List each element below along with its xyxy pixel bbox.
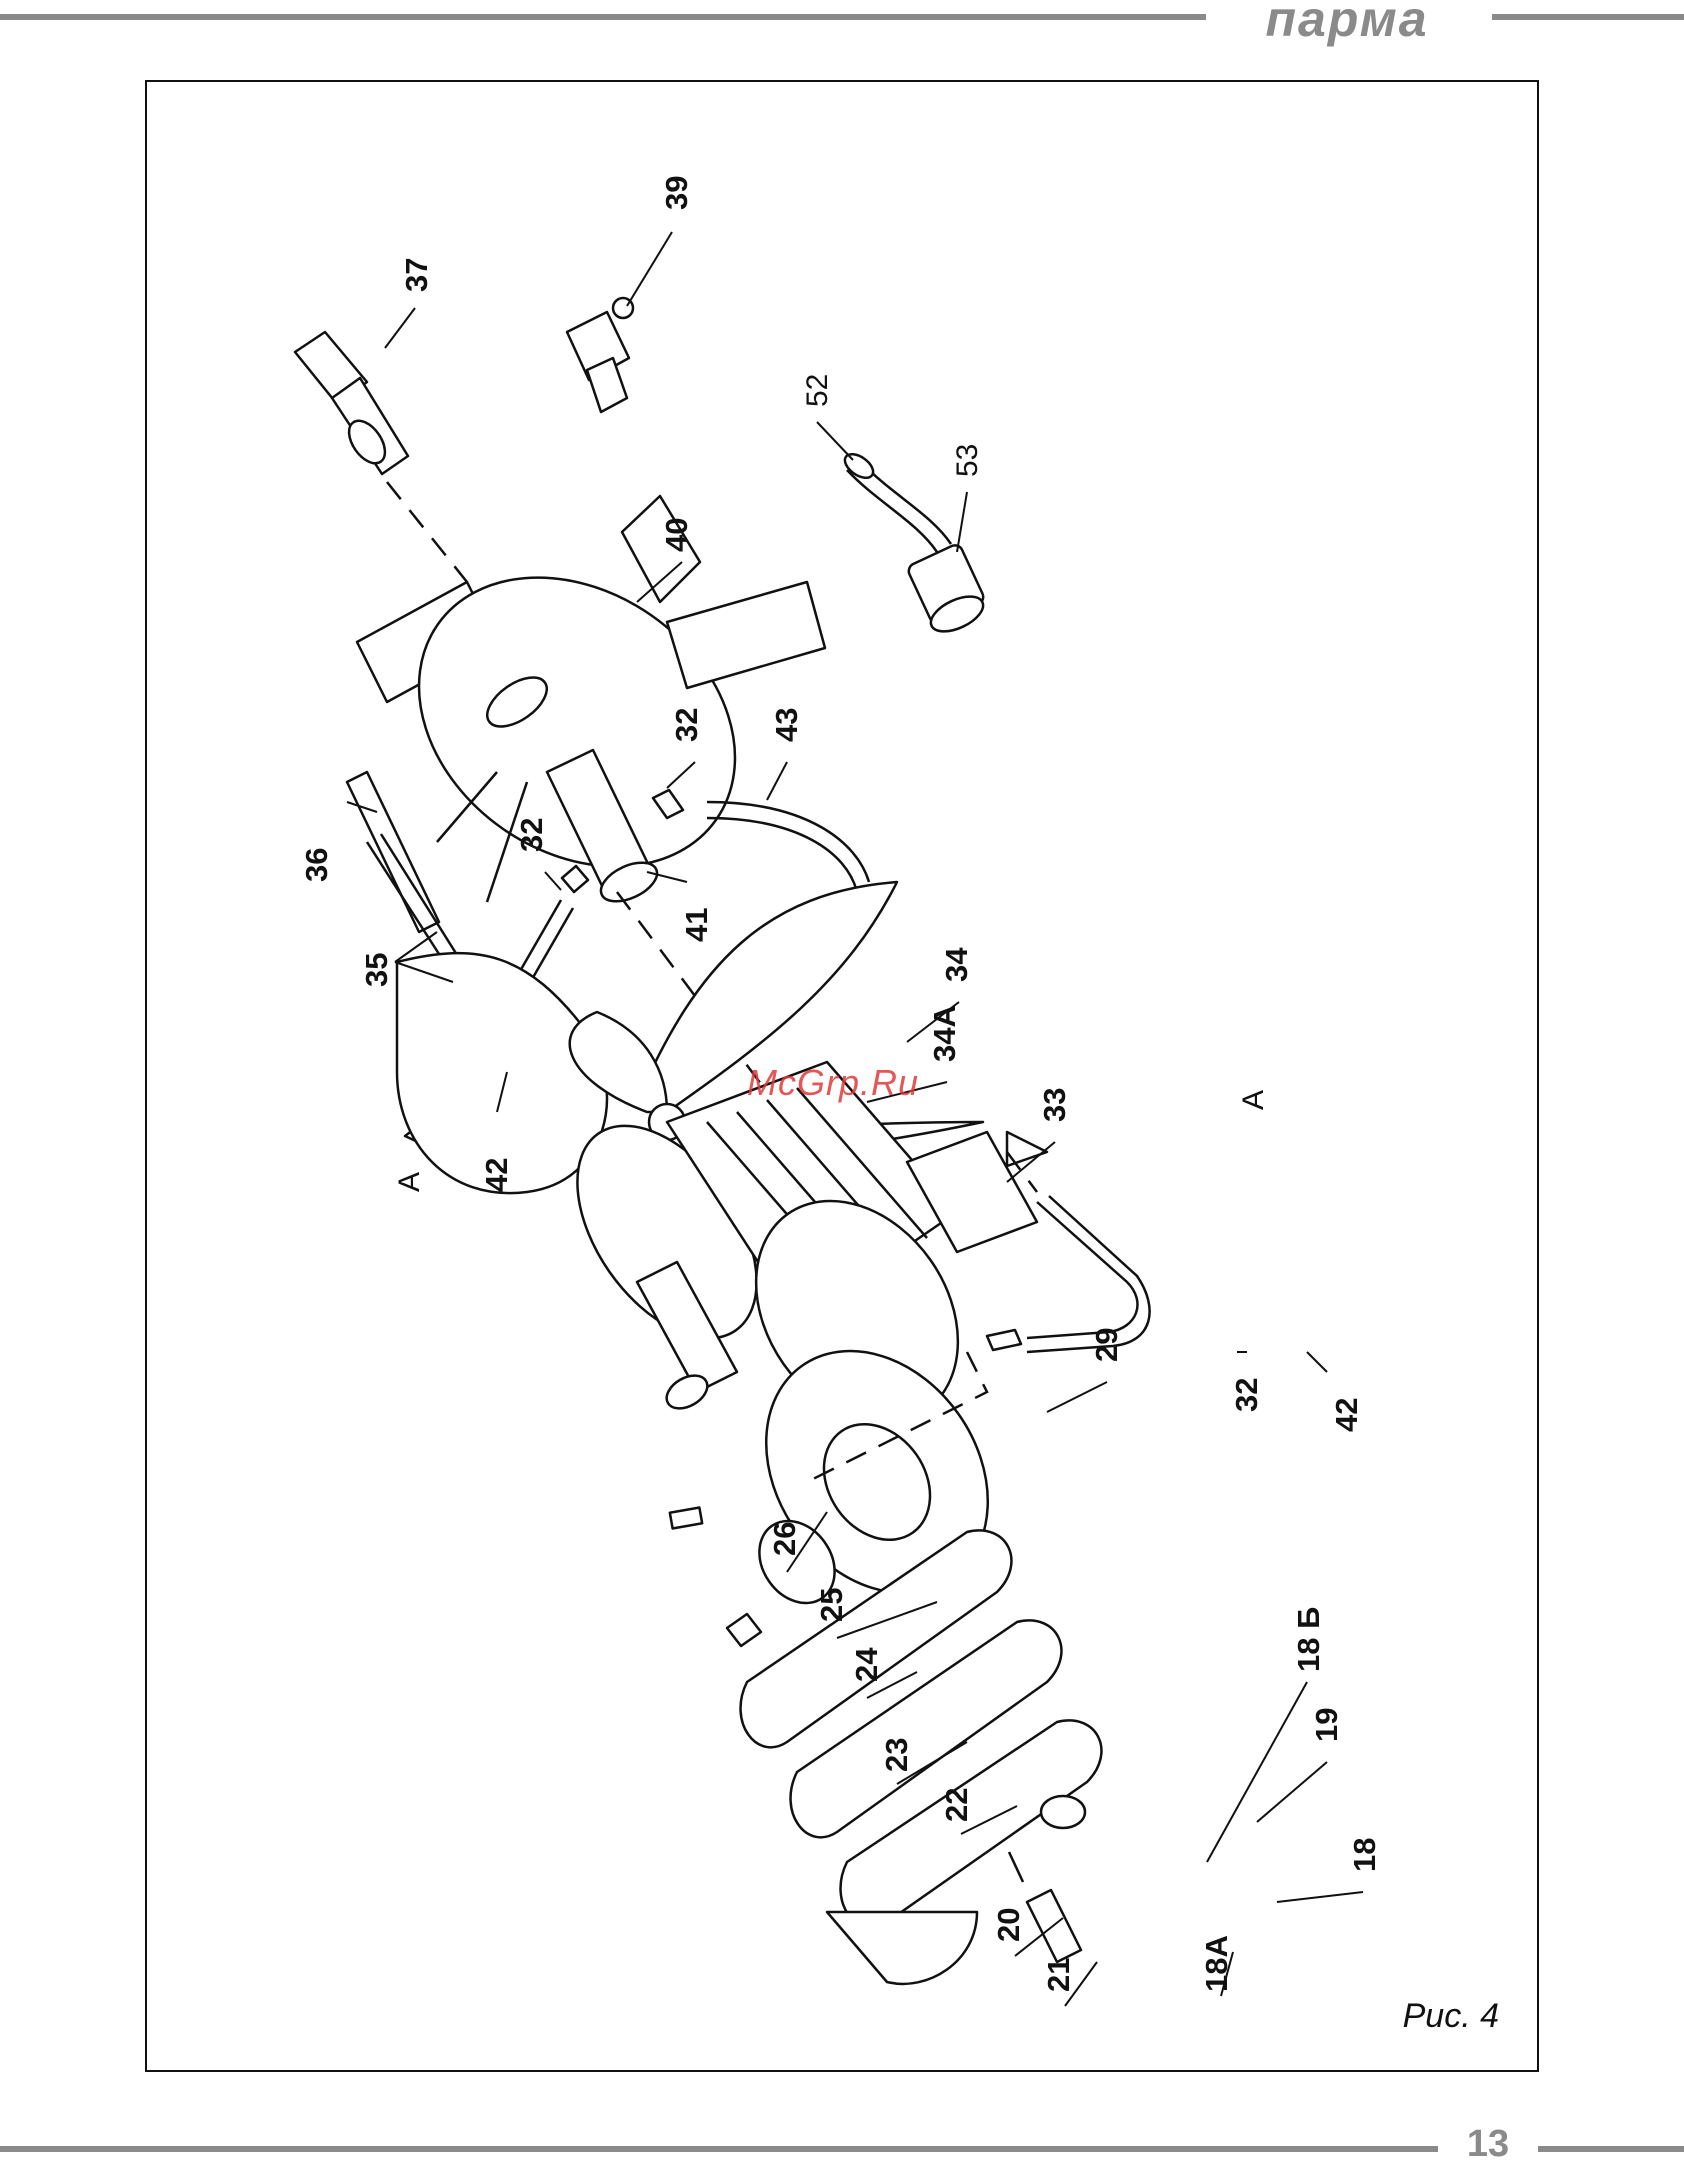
label-53: 53 (951, 444, 984, 477)
part-26-key (670, 1508, 702, 1529)
part-39-clip (567, 298, 633, 412)
label-52: 52 (801, 374, 834, 407)
part-52-cable (841, 449, 951, 552)
part-18-plug (1009, 1852, 1081, 1962)
label-34: 34 (939, 947, 974, 982)
label-36: 36 (299, 848, 334, 882)
label-41: 41 (679, 908, 714, 942)
label-43: 43 (769, 708, 804, 742)
part-24-coupler (727, 1614, 761, 1646)
header-rule-left (0, 14, 1206, 20)
part-36-electrode (347, 772, 469, 982)
header-rule-right (1492, 14, 1684, 20)
label-32b: 32 (514, 818, 549, 852)
label-39: 39 (659, 176, 694, 210)
watermark: McGrp.Ru (747, 1062, 919, 1104)
figure-frame: 37 39 52 53 40 36 32 43 32 41 35 34 34A … (145, 80, 1539, 2072)
part-53-sensor (906, 543, 988, 639)
part-19-cap (1041, 1796, 1085, 1828)
label-32c: 32 (1229, 1378, 1264, 1412)
label-19: 19 (1309, 1708, 1344, 1742)
label-18a: 18A (1199, 1935, 1234, 1992)
label-22: 22 (939, 1788, 974, 1822)
figure-caption: Рис. 4 (1403, 1997, 1499, 2036)
label-18: 18 (1347, 1838, 1382, 1872)
label-18b: 18 Б (1291, 1607, 1326, 1672)
label-32a: 32 (669, 708, 704, 742)
axis-line-37 (387, 482, 467, 582)
label-26: 26 (767, 1522, 802, 1556)
brand-logo: парма (1222, 0, 1472, 44)
footer-rule-right (1538, 2146, 1684, 2152)
part-42-cable-lower (987, 1132, 1150, 1352)
label-42a: 42 (479, 1158, 514, 1192)
label-35: 35 (359, 953, 394, 987)
label-37: 37 (399, 258, 434, 292)
label-25: 25 (814, 1588, 849, 1622)
label-40: 40 (659, 518, 694, 552)
label-33: 33 (1037, 1088, 1072, 1122)
part-37-nozzle (295, 332, 408, 474)
label-20: 20 (991, 1908, 1026, 1942)
label-21: 21 (1041, 1958, 1076, 1992)
page-number: 13 (1448, 2122, 1528, 2166)
footer-rule-left (0, 2146, 1438, 2152)
label-a-upper: A (393, 1172, 426, 1192)
label-24: 24 (849, 1647, 884, 1682)
part-21-cover-plate (827, 1912, 977, 1984)
label-29: 29 (1089, 1328, 1124, 1362)
label-23: 23 (879, 1738, 914, 1772)
label-a-lower: A (1237, 1090, 1270, 1110)
label-42b: 42 (1329, 1398, 1364, 1432)
